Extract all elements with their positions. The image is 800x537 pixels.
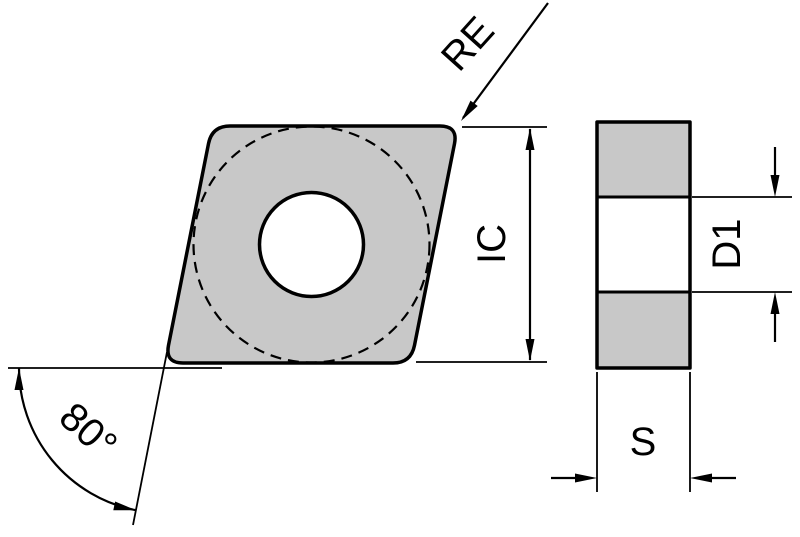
angle-arc-arrowhead-start (14, 368, 24, 390)
thickness-label: S (630, 420, 657, 464)
angle-arc-arrowhead-end (113, 501, 136, 511)
side-hole-band (597, 197, 690, 292)
inscribed-circle-label: IC (470, 224, 514, 264)
top-view: 80° RE IC (8, 2, 549, 526)
hole-diameter-label: D1 (705, 218, 749, 269)
side-body-outline (595, 120, 692, 370)
re-leader-line (462, 2, 549, 119)
angle-arc (17, 367, 137, 512)
ic-arrowhead-bottom (525, 339, 535, 361)
side-view: D1 S (551, 120, 792, 492)
angle-extension-line (132, 351, 168, 526)
ic-arrowhead-top (525, 128, 535, 150)
s-arrowhead-right (690, 473, 712, 483)
side-body-bottom (597, 292, 690, 368)
d1-arrowhead-bottom (770, 292, 780, 314)
center-hole (257, 190, 366, 299)
side-body-top (597, 122, 690, 197)
re-arrowhead (461, 100, 478, 121)
corner-radius-label: RE (433, 9, 503, 80)
inscribed-circle-dashed (192, 125, 431, 364)
nose-angle-label: 80° (51, 394, 125, 467)
d1-arrowhead-top (770, 175, 780, 197)
s-arrowhead-left (575, 473, 597, 483)
